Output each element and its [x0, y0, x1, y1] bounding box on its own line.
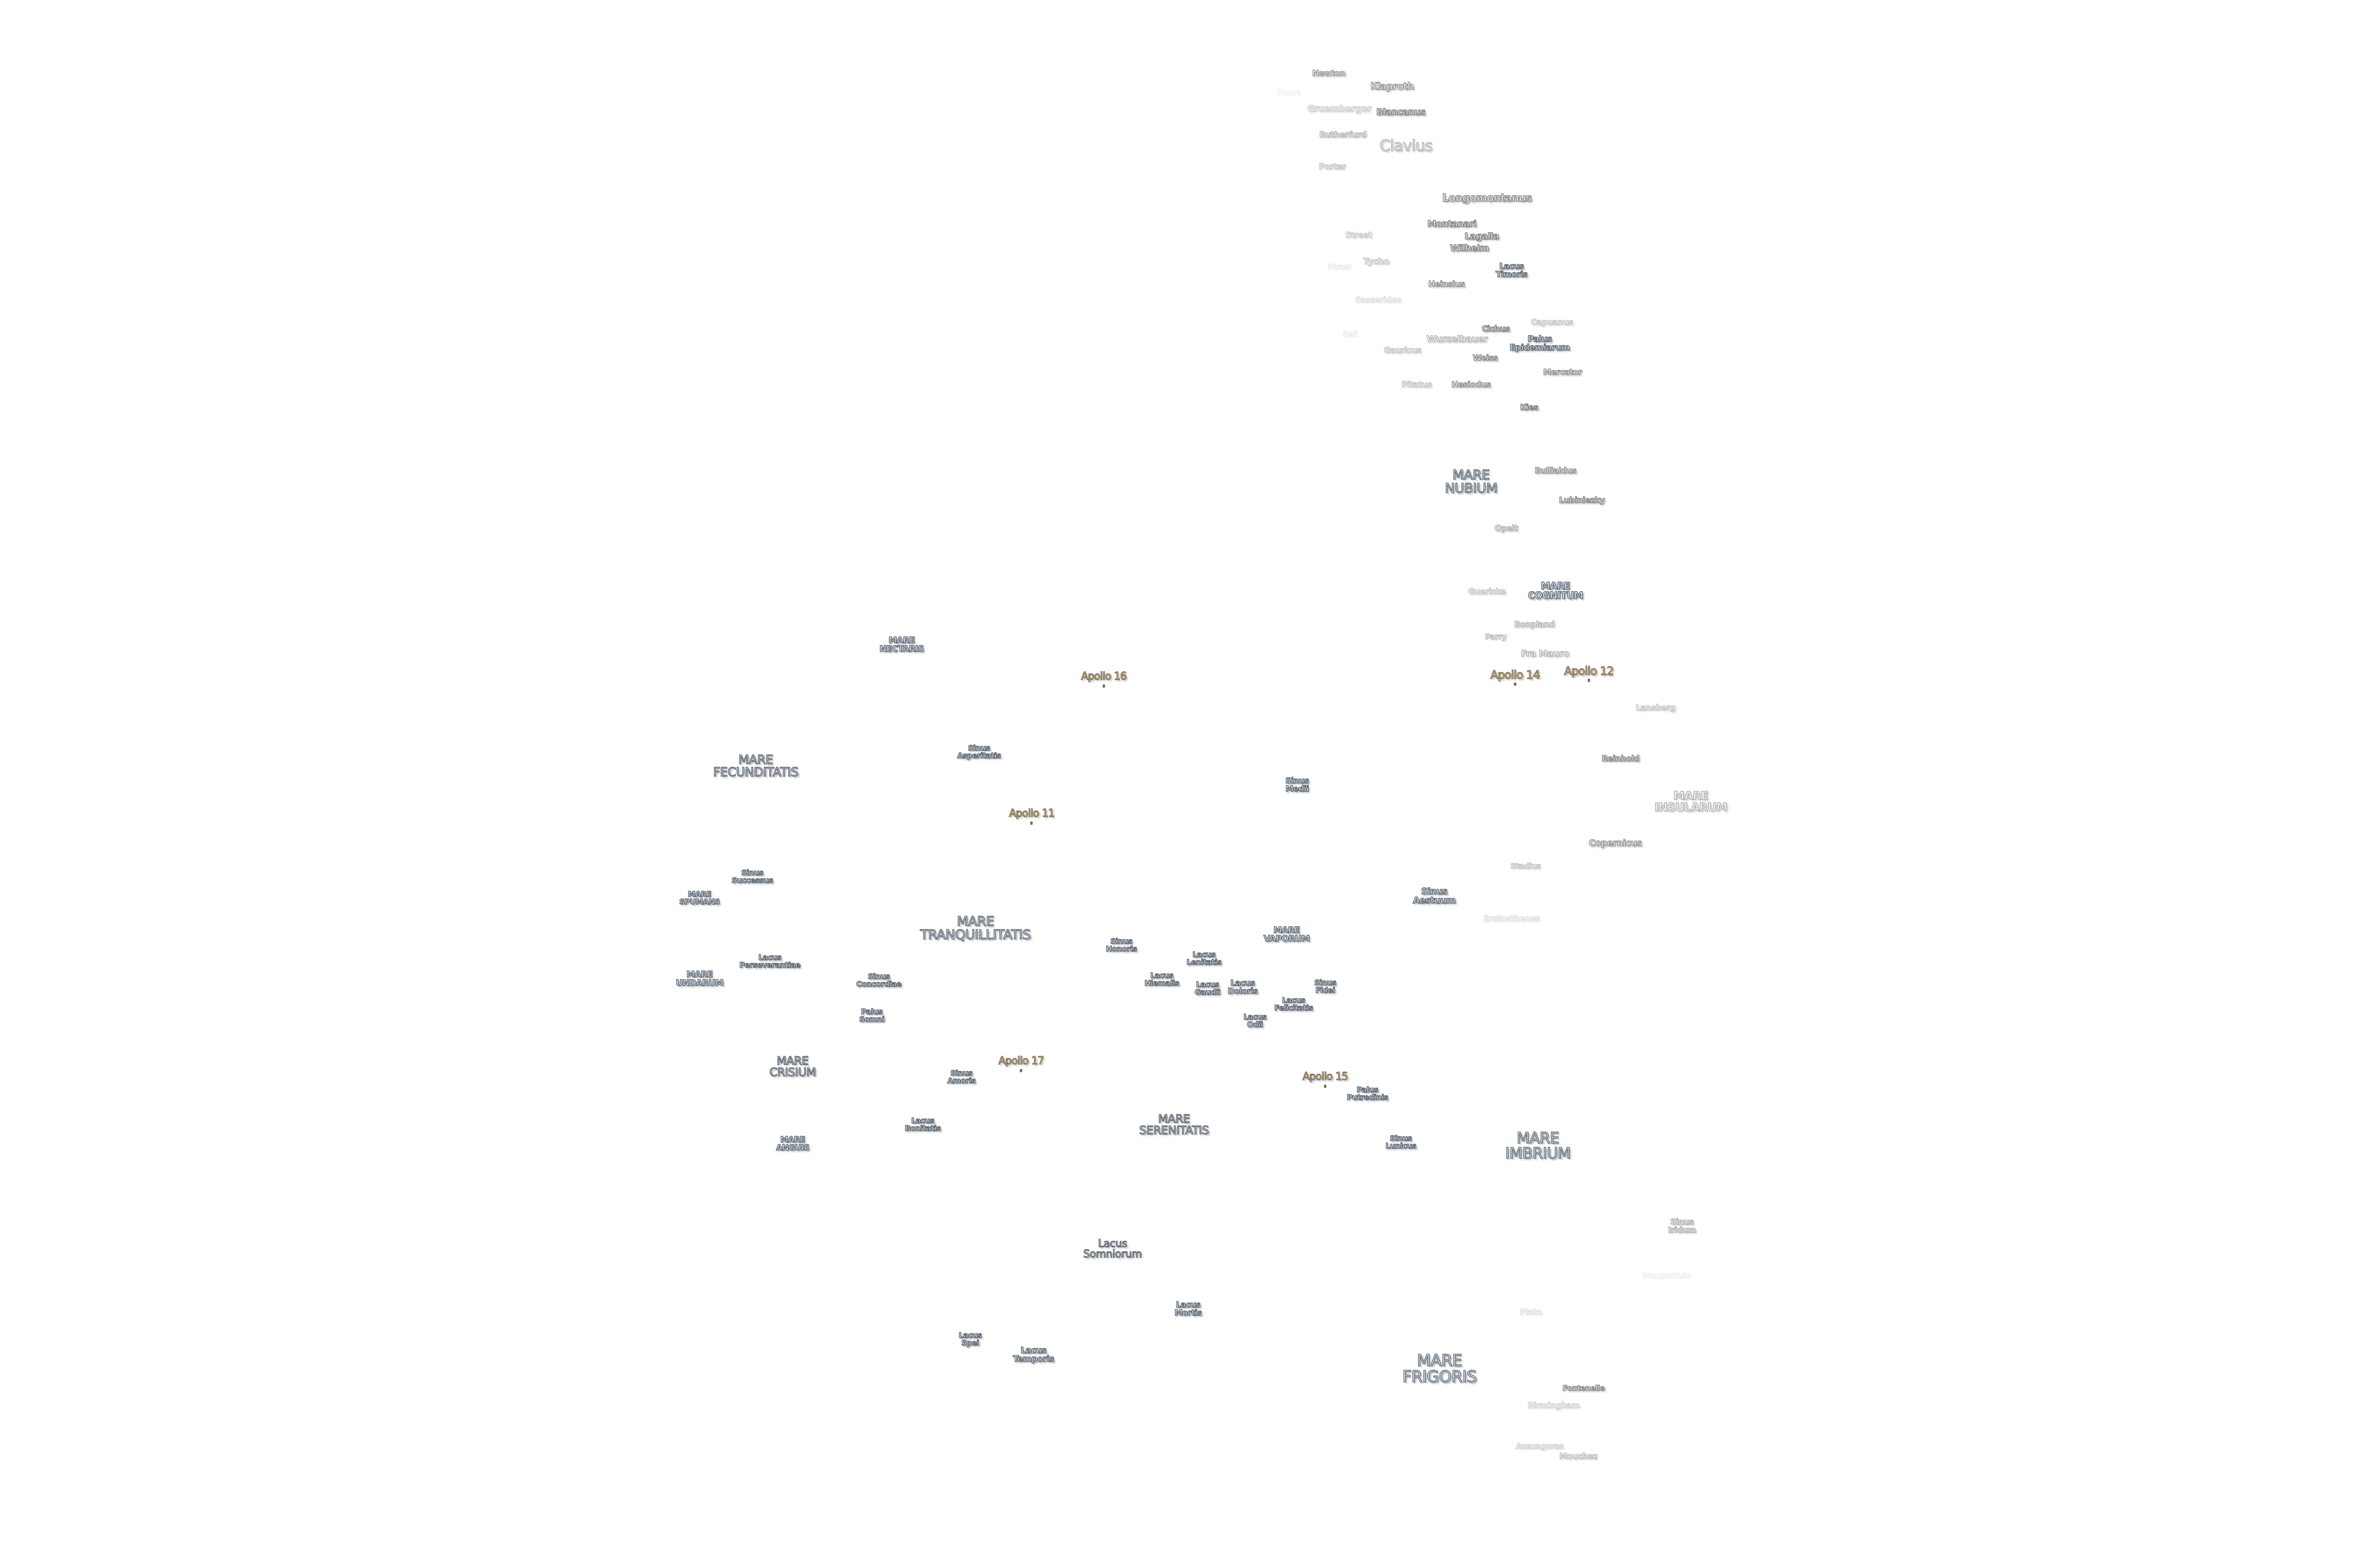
crater-label: Wilhelm [1449, 243, 1489, 254]
mare-feature-label: MARE IMBRIUM [1505, 1129, 1571, 1163]
mare-feature-label: Lacus Gaudii [1194, 979, 1221, 997]
crater-label: Pitatus [1401, 380, 1433, 390]
crater-label: Plato [1519, 1307, 1542, 1317]
mare-feature-label: MARE NUBIUM [1445, 466, 1498, 496]
crater-label: Lubiniezky [1558, 495, 1605, 505]
mare-feature-label: Sinus Medii [1285, 776, 1309, 794]
mare-feature-label: Sinus Fidei [1314, 978, 1337, 995]
crater-label: Mouchez [1559, 1452, 1598, 1462]
crater-label: Tycho [1363, 257, 1389, 267]
crater-label: Clavius [1379, 137, 1433, 155]
crater-label: Mercator [1543, 367, 1582, 377]
crater-label: Opelt [1494, 524, 1518, 534]
mare-feature-label: Sinus Honoris [1105, 937, 1137, 954]
apollo-site-label: Apollo 17 [998, 1055, 1045, 1068]
landing-site-marker-icon [1324, 1085, 1327, 1088]
crater-label: Bullialdus [1534, 466, 1577, 476]
mare-feature-label: Lacus Doloris [1227, 979, 1258, 997]
crater-label: Anaxagoras [1516, 1441, 1564, 1451]
mare-feature-label: Palus Somni [859, 1007, 885, 1024]
mare-feature-label: Sinus Lunicus [1385, 1134, 1417, 1150]
crater-label: Lagalla [1464, 231, 1499, 242]
crater-label: Klaproth [1370, 80, 1414, 92]
crater-label: Lansberg [1636, 703, 1676, 713]
landing-site-marker-icon [1102, 684, 1105, 688]
mare-feature-label: MARE FECUNDITATIS [713, 752, 799, 780]
mare-feature-label: Lacus Timoris [1495, 261, 1527, 279]
crater-label: Eratosthenes [1483, 914, 1540, 924]
mare-feature-label: Lacus Mortis [1174, 1300, 1202, 1318]
mare-feature-label: Lacus Perseverantiae [739, 952, 801, 969]
mare-feature-label: Sinus Successus [731, 868, 774, 885]
crater-label: Capuanus [1530, 317, 1574, 327]
crater-label: Longomontanus [1442, 192, 1532, 205]
apollo-site-label: Apollo 14 [1490, 668, 1540, 682]
mare-feature-label: Lacus Lenitatis [1186, 950, 1222, 967]
crater-label: Montanari [1427, 218, 1477, 229]
mare-feature-label: MARE UNDARUM [675, 969, 724, 988]
mare-feature-label: Lacus Odii [1243, 1012, 1267, 1029]
crater-label: Short [1276, 88, 1300, 98]
landing-site-marker-icon [1020, 1069, 1022, 1073]
mare-feature-label: Palus Putredinis [1347, 1085, 1389, 1102]
crater-label: Birmingham [1527, 1401, 1581, 1411]
crater-label: Kies [1520, 403, 1539, 413]
crater-label: Maupertuis [1642, 1271, 1691, 1281]
mare-feature-label: MARE SPUMANS [679, 889, 720, 906]
mare-feature-label: MARE SERENITATIS [1139, 1112, 1210, 1137]
crater-label: Gauricus [1383, 346, 1422, 356]
crater-label: Pictet [1327, 262, 1351, 272]
crater-label: Guericke [1468, 587, 1507, 597]
mare-feature-label: MARE TRANQUILLITATIS [920, 913, 1031, 942]
mare-feature-label: Lacus Temporis [1012, 1345, 1054, 1364]
crater-label: Wurzelbauer [1426, 334, 1488, 345]
crater-label: Cichus [1481, 324, 1510, 334]
mare-feature-label: Sinus Asperitatis [957, 743, 1002, 761]
apollo-site-label: Apollo 16 [1081, 670, 1127, 682]
landing-site-marker-icon [1030, 821, 1033, 825]
mare-feature-label: Lacus Hiemalis [1144, 971, 1180, 988]
mare-feature-label: Sinus Aestuum [1412, 886, 1456, 906]
apollo-site-label: Apollo 11 [1009, 807, 1055, 820]
crater-label: Copernicus [1588, 838, 1643, 849]
crater-label: Sinus Iridum [1668, 1217, 1697, 1236]
apollo-site-label: Apollo 12 [1564, 664, 1614, 678]
mare-feature-label: MARE ANGUIS [776, 1135, 810, 1153]
crater-label: Fra Mauro [1520, 648, 1570, 659]
mare-feature-label: Lacus Bonitatis [904, 1116, 941, 1133]
crater-label: Street [1345, 230, 1373, 240]
mare-feature-label: Sinus Concordiae [856, 972, 902, 989]
crater-label: Newton [1312, 69, 1346, 79]
crater-label: Blancanus [1376, 107, 1426, 118]
crater-label: Weiss [1472, 353, 1498, 363]
crater-label: Reinhold [1601, 754, 1640, 764]
crater-label: Stadius [1510, 861, 1541, 871]
mare-feature-label: MARE VAPORUM [1263, 925, 1310, 944]
crater-label: Parry [1485, 632, 1507, 642]
crater-label: Gruemberger [1307, 103, 1372, 114]
mare-feature-label: MARE COGNITUM [1527, 580, 1584, 601]
mare-feature-label: Sinus Amoris [947, 1068, 976, 1086]
mare-feature-label: MARE CRISIUM [769, 1054, 817, 1079]
crater-label: Bonpland [1514, 620, 1555, 630]
crater-label: Fontenelle [1562, 1383, 1606, 1393]
crater-label: MARE INSULARUM [1654, 789, 1728, 814]
crater-label: Rutherfurd [1319, 130, 1367, 140]
mare-feature-label: Lacus Felicitatis [1274, 996, 1313, 1013]
landing-site-marker-icon [1514, 682, 1517, 686]
apollo-site-label: Apollo 15 [1302, 1071, 1349, 1083]
landing-site-marker-icon [1587, 679, 1590, 682]
crater-label: Porter [1319, 162, 1347, 172]
mare-feature-label: Palus Epidemiarum [1509, 334, 1570, 353]
crater-label: Bell [1342, 329, 1358, 338]
crater-label: Hesiodus [1451, 380, 1491, 390]
mare-feature-label: MARE FRIGORIS [1402, 1351, 1477, 1387]
mare-feature-label: Lacus Somniorum [1083, 1238, 1142, 1261]
crater-label: Heinsius [1428, 279, 1466, 289]
mare-feature-label: Lacus Spei [958, 1330, 982, 1347]
mare-feature-label: MARE NECTARIS [879, 635, 924, 654]
crater-label: Sasserides [1355, 295, 1402, 305]
